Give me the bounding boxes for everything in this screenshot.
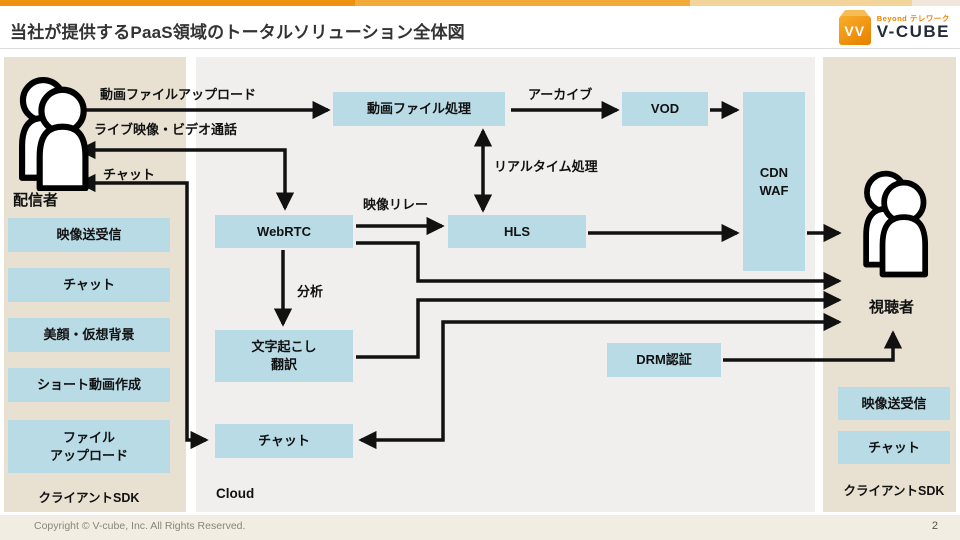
edge-label-relay: 映像リレー <box>363 197 429 212</box>
viewer-sdk-label: クライアントSDK <box>843 484 945 498</box>
viewer-label: 視聴者 <box>869 299 915 316</box>
broadcaster-users-icon <box>19 77 89 191</box>
vcube-cube-letters: VV <box>844 22 866 39</box>
node-chat-cloud: チャット <box>215 424 353 458</box>
node-video-processing: 動画ファイル処理 <box>333 92 505 126</box>
node-transcription-translation: 文字起こし 翻訳 <box>215 330 353 382</box>
edge-label-upload: 動画ファイルアップロード <box>100 87 257 102</box>
copyright-text: Copyright © V-cube, Inc. All Rights Rese… <box>34 520 246 532</box>
viewer-feature-chat: チャット <box>838 431 950 464</box>
node-cdn-waf: CDN WAF <box>743 92 805 271</box>
broadcaster-feature-beauty: 美顔・仮想背景 <box>8 318 170 352</box>
broadcaster-sdk-label: クライアントSDK <box>38 491 140 505</box>
edge-label-realtime: リアルタイム処理 <box>494 159 598 174</box>
broadcaster-label: 配信者 <box>13 192 59 209</box>
broadcaster-feature-chat: チャット <box>8 268 170 302</box>
footer: Copyright © V-cube, Inc. All Rights Rese… <box>0 515 960 540</box>
cloud-area-label: Cloud <box>216 486 255 501</box>
logo-brand: V-CUBE <box>876 21 950 41</box>
page-title: 当社が提供するPaaS領域のトータルソリューション全体図 <box>10 23 465 42</box>
top-accent-bar <box>0 0 960 6</box>
vcube-cube-icon: VV <box>838 10 871 45</box>
broadcaster-feature-short-video: ショート動画作成 <box>8 368 170 402</box>
node-webrtc: WebRTC <box>215 215 353 248</box>
broadcaster-feature-video: 映像送受信 <box>8 218 170 252</box>
edge-label-live: ライブ映像・ビデオ通話 <box>94 122 238 137</box>
edge-label-chat: チャット <box>103 167 155 182</box>
edge-label-archive: アーカイブ <box>528 87 593 102</box>
broadcaster-feature-file-upload: ファイル アップロード <box>8 420 170 473</box>
logo-tagline: Beyond テレワーク <box>876 13 950 23</box>
edge-label-analysis: 分析 <box>297 284 324 299</box>
node-hls: HLS <box>448 215 586 248</box>
node-vod: VOD <box>622 92 708 126</box>
header-divider <box>0 48 960 49</box>
vcube-logo: VV Beyond テレワーク V-CUBE <box>838 10 950 45</box>
viewer-feature-video: 映像送受信 <box>838 387 950 420</box>
node-drm-auth: DRM認証 <box>607 343 721 377</box>
viewer-users-icon <box>863 170 929 278</box>
page-number: 2 <box>931 520 938 532</box>
